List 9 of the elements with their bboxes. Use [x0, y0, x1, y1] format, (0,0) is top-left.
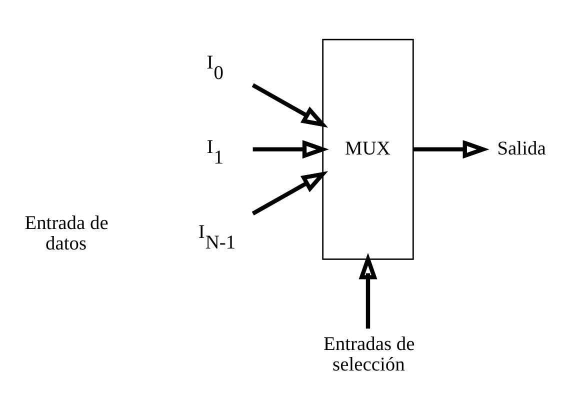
- label: Entrada de datos: [24, 212, 108, 254]
- node-text: Entradas de selección: [324, 333, 415, 376]
- node-text: Salida: [497, 138, 546, 159]
- arrow: [252, 170, 328, 215]
- arrow: [252, 140, 329, 158]
- arrow: [358, 252, 378, 328]
- arrow: [413, 140, 490, 158]
- arrow: [252, 82, 328, 128]
- node-box: MUX: [322, 38, 414, 260]
